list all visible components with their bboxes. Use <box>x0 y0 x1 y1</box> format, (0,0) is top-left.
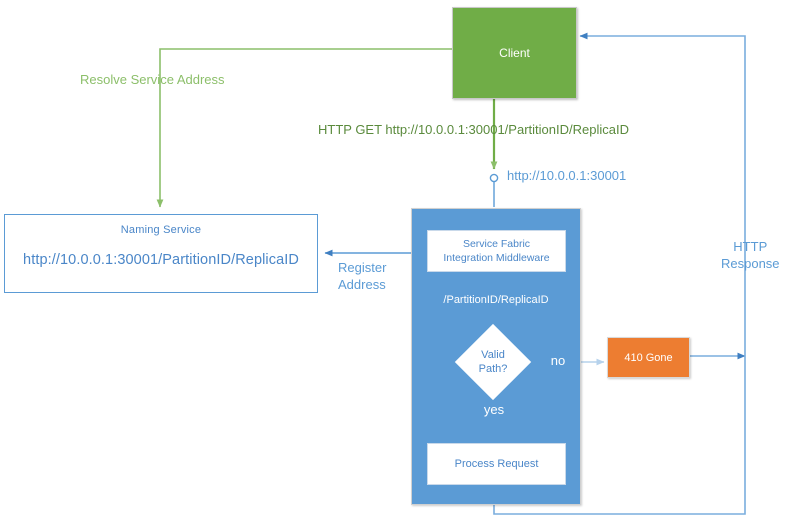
label-register-address: Register Address <box>338 259 386 293</box>
node-client[interactable]: Client <box>452 7 577 99</box>
client-label: Client <box>499 46 530 60</box>
label-decision-no: no <box>540 352 576 368</box>
sf-line-2: Integration Middleware <box>443 252 550 264</box>
response-line-1: HTTP <box>733 239 768 254</box>
node-process-request[interactable]: Process Request <box>427 443 566 485</box>
register-line-1: Register <box>338 260 387 275</box>
node-naming-service[interactable]: Naming Service http://10.0.0.1:30001/Par… <box>4 214 318 293</box>
label-decision-yes: yes <box>468 400 520 418</box>
decision-text: Valid Path? <box>479 348 508 376</box>
node-decision-valid-path[interactable]: Valid Path? <box>454 323 532 401</box>
label-http-response: HTTP Response <box>721 238 780 272</box>
naming-service-title: Naming Service <box>120 224 202 236</box>
label-partition-replica-path: /PartitionID/ReplicaID <box>411 292 581 308</box>
partition-path-text: /PartitionID/ReplicaID <box>443 294 549 306</box>
label-endpoint-url: http://10.0.0.1:30001 <box>507 168 627 183</box>
sf-line-1: Service Fabric <box>462 238 531 250</box>
process-request-label: Process Request <box>454 458 539 470</box>
label-http-get: HTTP GET http://10.0.0.1:30001/Partition… <box>318 122 629 137</box>
register-line-2: Address <box>338 277 386 292</box>
response-line-2: Response <box>721 256 780 271</box>
node-410-gone[interactable]: 410 Gone <box>607 337 690 378</box>
naming-service-url: http://10.0.0.1:30001/PartitionID/Replic… <box>23 252 299 268</box>
label-resolve-service-address: Resolve Service Address <box>80 72 225 87</box>
decision-line-1: Valid <box>481 349 505 361</box>
gone-label: 410 Gone <box>624 351 673 364</box>
yes-text: yes <box>483 401 505 417</box>
node-service-fabric-integration-middleware[interactable]: Service Fabric Integration Middleware <box>427 230 566 272</box>
no-text: no <box>550 352 566 368</box>
decision-line-2: Path? <box>478 363 508 375</box>
endpoint-marker-icon <box>489 173 499 207</box>
